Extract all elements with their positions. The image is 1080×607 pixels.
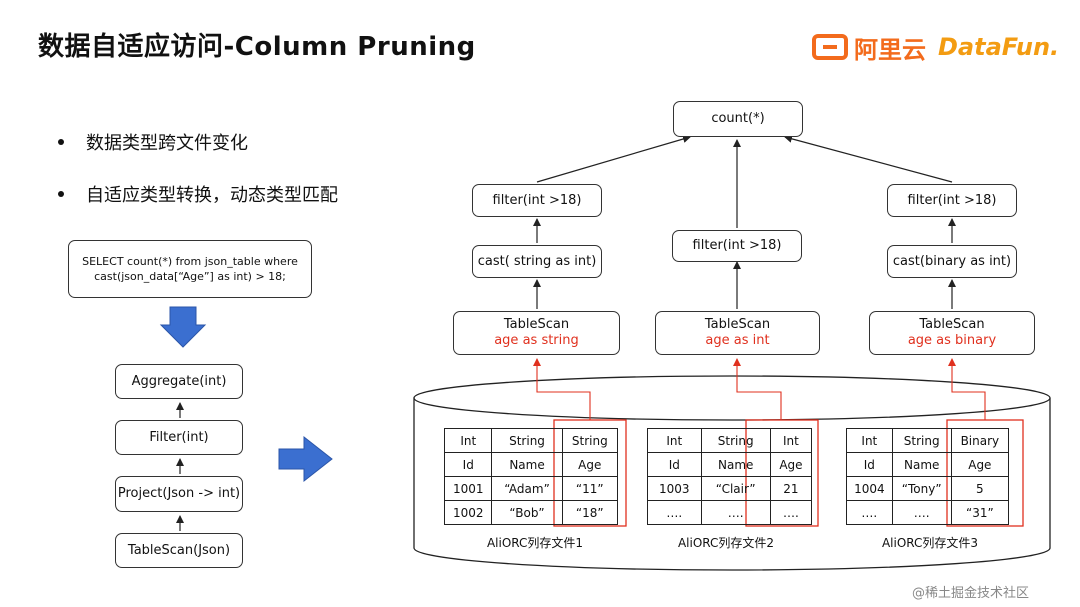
plan-node-cast-1: cast( string as int) (472, 245, 602, 278)
plan-node-count: count(*) (673, 101, 803, 137)
page-title: 数据自适应访问-Column Pruning (38, 32, 476, 62)
table-cell: “31” (950, 500, 1010, 525)
table-cell: 1003 (647, 476, 702, 501)
plan-node-filter: Filter(int) (115, 420, 243, 455)
scan-type: age as int (705, 333, 770, 348)
scan-type: age as string (494, 333, 579, 348)
plan-node-scan-1: TableScan age as string (453, 311, 620, 355)
table-row: ….….“31” (846, 500, 1010, 525)
scan-label: TableScan (704, 317, 771, 332)
table-cell: Int (647, 428, 702, 453)
table-cell: Name (700, 452, 771, 477)
aliyun-logo-text: 阿里云 (854, 35, 926, 64)
table-cell: Age (950, 452, 1010, 477)
table-cell: 1004 (846, 476, 893, 501)
table-cell: 21 (769, 476, 813, 501)
table-cell: Name (891, 452, 952, 477)
sql-line: cast(json_data[“Age”] as int) > 18; (94, 270, 286, 283)
table-row: 1001“Adam”“11” (443, 476, 619, 501)
table-cell: Age (769, 452, 813, 477)
bullet-text: 自适应类型转换，动态类型匹配 (86, 185, 338, 206)
table-cell: …. (647, 500, 702, 525)
table-row: 1004“Tony”5 (846, 476, 1010, 501)
table-cell: …. (846, 500, 893, 525)
watermark: @稀土掘金技术社区 (912, 586, 1030, 601)
scan-type: age as binary (907, 333, 997, 348)
plan-node-cast-3: cast(binary as int) (887, 245, 1017, 278)
bullet-text: 数据类型跨文件变化 (86, 133, 248, 154)
table-cell: String (561, 428, 619, 453)
plan-node-scan-3: TableScan age as binary (869, 311, 1035, 355)
table-cell: Int (443, 428, 493, 453)
table-cell: String (491, 428, 563, 453)
table-cell: Name (491, 452, 563, 477)
file-label-3: AliORC列存文件3 (881, 536, 979, 550)
table-cell: 1002 (443, 500, 493, 525)
plan-node-aggregate: Aggregate(int) (115, 364, 243, 399)
table-cell: Int (769, 428, 813, 453)
scan-label: TableScan (919, 317, 985, 332)
right-arrow-icon (278, 435, 333, 483)
bullet-dot-icon (58, 191, 64, 197)
bullet-item: 数据类型跨文件变化 (58, 130, 338, 154)
bullet-item: 自适应类型转换，动态类型匹配 (58, 182, 338, 206)
table-row: 1003“Clair”21 (647, 476, 813, 501)
datafun-logo: DataFun. (938, 33, 1060, 61)
bullet-dot-icon (58, 139, 64, 145)
plan-node-filter-1: filter(int >18) (472, 184, 602, 217)
sql-line: SELECT count(*) from json_table where (82, 255, 298, 268)
table-cell: “Tony” (891, 476, 952, 501)
table-cell: “18” (561, 500, 619, 525)
plan-node-filter-3: filter(int >18) (887, 184, 1017, 217)
aliyun-bracket-icon (812, 34, 848, 60)
table-cell: …. (891, 500, 952, 525)
table-cell: Id (846, 452, 893, 477)
aliyun-logo: 阿里云 (812, 30, 926, 64)
file-label-1: AliORC列存文件1 (486, 536, 584, 550)
table-cell: Id (443, 452, 493, 477)
table-cell: String (891, 428, 952, 453)
sql-query-box: SELECT count(*) from json_table where ca… (68, 240, 312, 298)
plan-node-project: Project(Json -> int) (115, 476, 243, 512)
table-cell: String (700, 428, 771, 453)
table-cell: Int (846, 428, 893, 453)
file-label-2: AliORC列存文件2 (677, 536, 775, 550)
down-arrow-icon (159, 306, 207, 348)
table-cell: 5 (950, 476, 1010, 501)
table-row: ….….…. (647, 500, 813, 525)
table-cell: Id (647, 452, 702, 477)
table-cell: …. (700, 500, 771, 525)
table-cell: “11” (561, 476, 619, 501)
plan-node-scan-2: TableScan age as int (655, 311, 820, 355)
bullet-list: 数据类型跨文件变化 自适应类型转换，动态类型匹配 (58, 130, 338, 234)
plan-node-tablescan: TableScan(Json) (115, 533, 243, 568)
scan-label: TableScan (503, 317, 570, 332)
table-cell: “Bob” (491, 500, 563, 525)
table-cell: Binary (950, 428, 1010, 453)
table-cell: “Clair” (700, 476, 771, 501)
table-row: 1002“Bob”“18” (443, 500, 619, 525)
table-cell: …. (769, 500, 813, 525)
table-cell: Age (561, 452, 619, 477)
table-cell: 1001 (443, 476, 493, 501)
plan-node-filter-2: filter(int >18) (672, 230, 802, 262)
table-cell: “Adam” (491, 476, 563, 501)
